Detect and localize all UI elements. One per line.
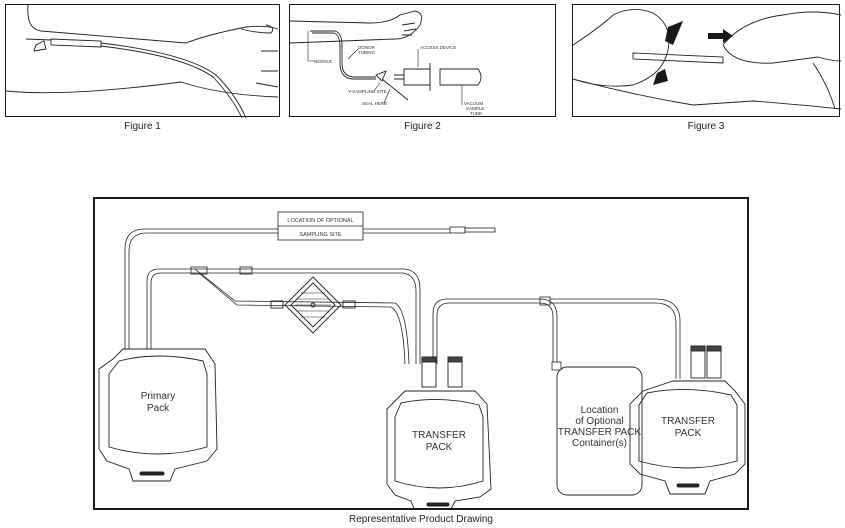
product-drawing-panel: LOCATION OF OPTIONAL SAMPLING SITE Prima… [93,197,749,510]
product-drawing-caption: Representative Product Drawing [349,514,493,525]
thumb-outline [240,24,274,34]
y-site-leader [373,82,381,92]
left-hand-outline [573,9,670,87]
figure-2-panel: NEEDLE DONOR TUBING ACCESS DEVICE Y-SAMP… [289,4,556,117]
main-tubing-inner [150,272,417,364]
vacuum-label-1: VACUUM [464,101,483,106]
arm-upper-outline [27,5,279,44]
transfer-pack-a-label-2: PACK [426,442,453,453]
press-arrow-bottom [653,69,668,85]
sampling-tip [464,227,496,233]
filter [270,276,356,334]
transfer-pack-b [629,345,746,495]
figure-3-caption: Figure 3 [687,121,725,132]
optional-transfer-pack-location [556,366,643,496]
access-device-body [403,68,431,86]
arm-lower-outline [6,81,279,98]
optional-label-4: Container(s) [572,438,627,449]
optional-label-1: Location [581,405,619,416]
seal-here-label: SEAL HERE [362,101,387,106]
optional-label-2: of Optional [575,416,623,427]
seal-leader [383,88,391,104]
donor-tubing-inner [312,32,376,80]
vacuum-tube [439,68,482,86]
finger-lines [255,50,279,88]
y-sampling-site-label: Y-SAMPLING SITE [348,89,387,94]
breakaway-connector [239,266,253,275]
sampling-tubing [124,228,450,349]
sampling-site-label-1: LOCATION OF OPTIONAL [287,218,353,224]
figure-1-panel [5,4,280,118]
donor-tubing-leader [347,48,359,60]
primary-pack [98,348,218,482]
needle [25,38,52,41]
tubing-1 [100,42,247,118]
product-drawing-illustration: LOCATION OF OPTIONAL SAMPLING SITE Prima… [98,211,746,508]
vacuum-label-3: TUBE [470,111,482,116]
y-connector [190,266,208,275]
sampling-tubing-inner [128,232,450,349]
transfer-pack-b-label-1: TRANSFER [661,416,715,427]
donor-tubing [310,30,376,78]
access-device-label: ACCESS DEVICE [420,45,457,50]
donor-tubing-label-2: TUBING [358,50,376,55]
sampling-site-label-2: SAMPLING SITE [299,232,342,238]
figure-3-panel [572,4,841,117]
filter-branch-tubing [194,268,410,365]
figure-2-illustration: NEEDLE DONOR TUBING ACCESS DEVICE Y-SAMP… [290,10,484,116]
primary-pack-label-2: Pack [147,403,170,414]
fist-lines [401,22,417,36]
arm-outline [290,10,423,44]
access-needle [394,74,404,80]
sealed-branch [381,78,409,101]
transfer-y-connector [539,296,551,306]
transfer-pack-a-label-1: TRANSFER [412,430,466,441]
tubing-2 [100,45,243,118]
filter-branch-tubing-inner [198,272,406,365]
sampling-connector [449,226,466,234]
needle-label: NEEDLE [314,59,332,64]
optional-label-3: TRANSFER PACK [558,427,641,438]
main-tubing [146,268,421,364]
figure-3-illustration [573,9,841,110]
transfer-tubing-b [550,298,681,379]
right-hand-outline [722,11,841,64]
vacuum-label-2: SAMPLE [466,106,484,111]
optional-port [551,361,562,371]
transfer-tubing-optional-inner [436,302,554,369]
transfer-pack-b-label-2: PACK [675,428,702,439]
tubing [812,62,836,110]
arm-outline [573,78,841,110]
transfer-tubing-optional [432,298,558,369]
donor-tubing-label-1: DONOR [358,45,376,50]
y-sampling-site [375,70,387,82]
primary-pack-label-1: Primary [141,391,175,402]
transfer-pack-a [386,356,492,508]
needle-assembly [632,52,724,64]
press-arrow-top [665,21,683,45]
needle-holder [50,38,102,48]
needle-leader [307,31,314,62]
needle-guard [33,40,47,52]
pull-arrow [708,29,733,43]
figure-1-illustration [6,5,279,118]
transfer-tubing-b-inner [550,302,677,379]
figure-2-caption: Figure 2 [404,121,441,132]
figure-1-caption: Figure 1 [124,121,161,132]
